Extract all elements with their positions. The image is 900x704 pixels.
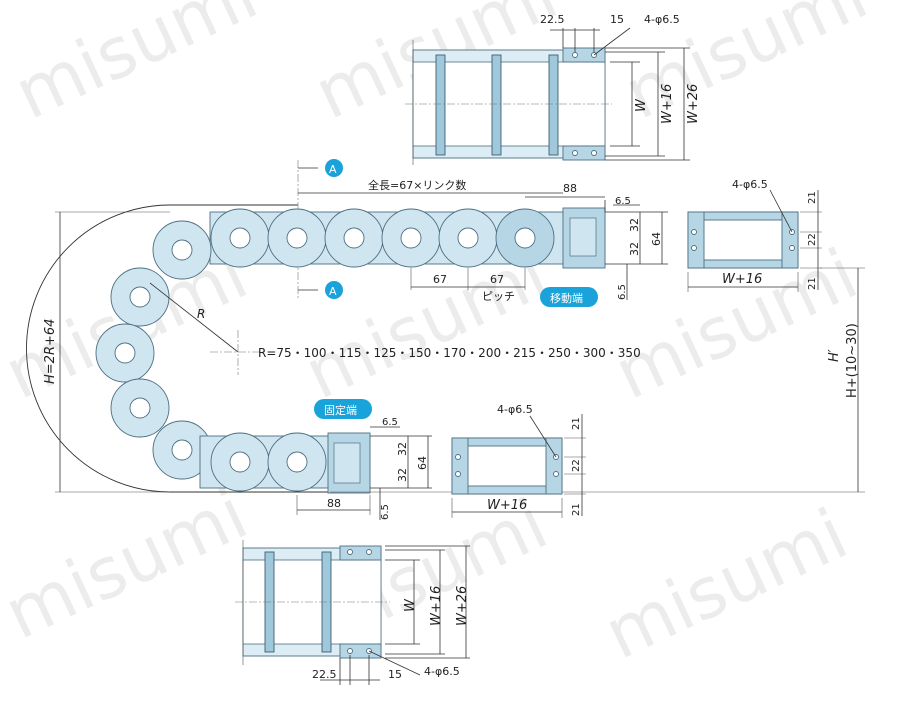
bottom-dim-w16: W+16 [429, 586, 444, 626]
end-bracket [562, 47, 606, 63]
moving-end-frame: 4-φ6.5 W+16 21 22 21 [687, 178, 822, 292]
watermark-text: misumi [3, 0, 270, 135]
fixed-dim-21: 21 [571, 417, 582, 430]
dim-88-fixed: 88 [327, 497, 341, 510]
crossbar [435, 54, 446, 156]
fixed-end-frame: 4-φ6.5 W+16 21 22 21 [451, 403, 586, 518]
fixed-end-label: 固定端 [324, 403, 357, 417]
h-prime-range: H+(10~30) [845, 323, 860, 398]
crossbar [548, 54, 559, 156]
mount-hole [591, 150, 597, 156]
side-view: A A [26, 159, 865, 520]
top-plan-view: 22.5 15 4-φ6.5 W W+16 W+26 [405, 13, 701, 165]
fixed-frame-holes: 4-φ6.5 [497, 403, 533, 416]
dim-32-fixed: 32 [396, 442, 409, 456]
dim-6-5-side: 6.5 [617, 284, 628, 300]
moving-dim-21: 21 [807, 277, 818, 290]
lower-links [199, 432, 371, 494]
section-a-label: A [329, 285, 337, 298]
mount-hole [572, 52, 578, 58]
dim-32-fixed: 32 [396, 468, 409, 482]
section-a-label: A [329, 163, 337, 176]
dim-holes: 4-φ6.5 [644, 13, 680, 26]
moving-end-badge [540, 287, 598, 307]
dim-64: 64 [650, 232, 663, 246]
bottom-dim-w: W [403, 598, 418, 612]
section-a-badge [325, 281, 343, 299]
h-prime: H′ [827, 349, 842, 362]
bottom-dim-15: 15 [388, 668, 402, 681]
dim-w16: W+16 [660, 84, 675, 124]
fixed-dim-21: 21 [571, 503, 582, 516]
moving-dim-22: 22 [807, 233, 818, 246]
dim-32: 32 [628, 242, 641, 256]
watermark-text: misumi [0, 473, 259, 656]
bottom-plan-view: W W+16 W+26 22.5 15 4-φ6.5 [235, 540, 470, 685]
dim-6-5-fixed-side: 6.5 [380, 504, 391, 520]
moving-frame-holes: 4-φ6.5 [732, 178, 768, 191]
moving-dim-21: 21 [807, 191, 818, 204]
bottom-dim-w26: W+26 [455, 586, 470, 626]
pitch-67: 67 [490, 273, 504, 286]
dim-6-5-fixed: 6.5 [382, 417, 398, 428]
envelope-line [26, 204, 330, 493]
pitch-67: 67 [433, 273, 447, 286]
moving-frame-w16: W+16 [722, 272, 762, 287]
mount-hole [572, 150, 578, 156]
bottom-dim-22-5: 22.5 [312, 668, 337, 681]
bend-links [95, 220, 212, 480]
dim-64-fixed: 64 [416, 456, 429, 470]
crossbar [491, 54, 502, 156]
dim-88-top: 88 [563, 182, 577, 195]
dim-32: 32 [628, 218, 641, 232]
watermark-text: misumi [593, 493, 860, 676]
fixed-dim-22: 22 [571, 459, 582, 472]
radius-line [149, 282, 239, 353]
end-bracket [562, 145, 606, 161]
bottom-dim-holes: 4-φ6.5 [424, 665, 460, 678]
dim-w26: W+26 [686, 84, 701, 124]
total-length-label: 全長=67×リンク数 [368, 178, 466, 192]
pitch-label: ピッチ [482, 290, 515, 303]
moving-end-label: 移動端 [550, 291, 583, 305]
upper-links [209, 207, 606, 269]
dim-w: W [634, 98, 649, 112]
radius-label: R [197, 307, 205, 321]
dim-15: 15 [610, 13, 624, 26]
fixed-end-badge [314, 399, 372, 419]
dim-22-5: 22.5 [540, 13, 565, 26]
radius-values: R=75・100・115・125・150・170・200・215・250・300… [258, 346, 641, 360]
h-formula: H=2R+64 [43, 319, 58, 384]
section-a-badge [325, 159, 343, 177]
fixed-frame-w16: W+16 [487, 498, 527, 513]
dim-6-5-top: 6.5 [615, 196, 631, 207]
